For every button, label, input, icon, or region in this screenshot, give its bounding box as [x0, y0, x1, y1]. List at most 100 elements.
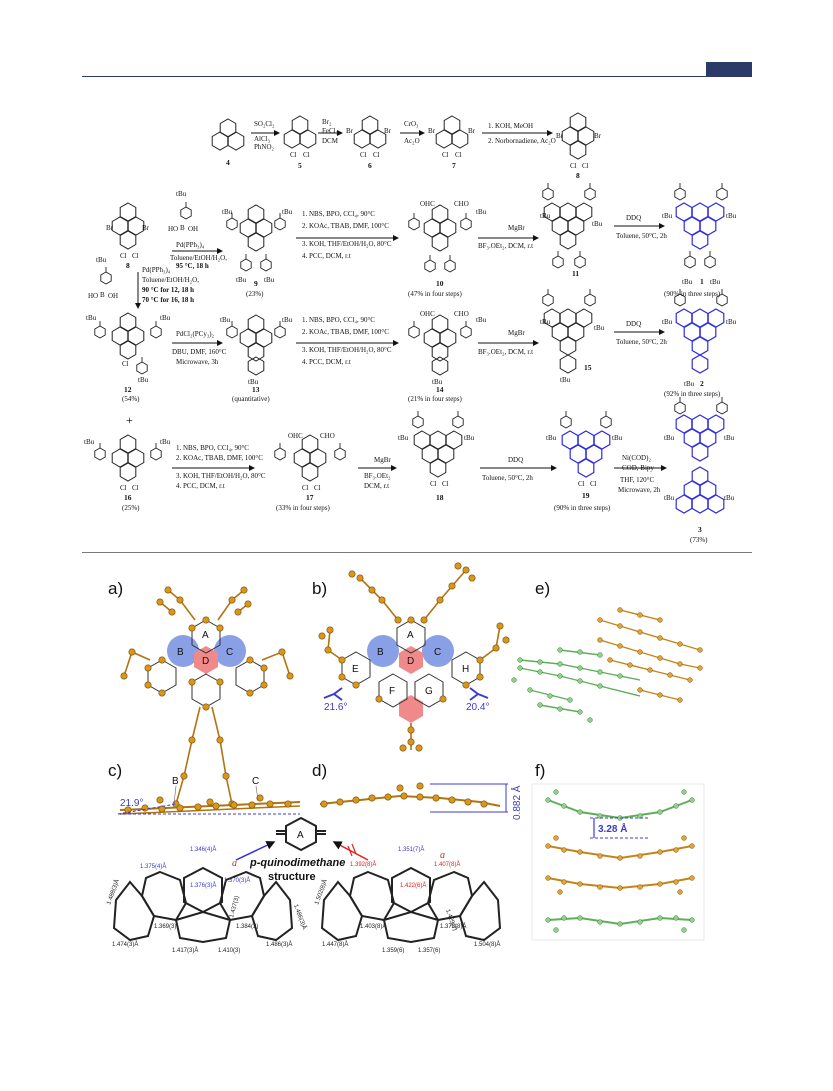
svg-text:17: 17	[306, 493, 314, 502]
svg-text:10: 10	[436, 279, 444, 288]
displacement-value: 0.882 Å	[510, 785, 523, 820]
svg-text:BF₃.OEt₂: BF₃.OEt₂	[364, 472, 391, 480]
svg-text:tBu: tBu	[398, 434, 409, 442]
svg-text:C: C	[226, 647, 233, 658]
svg-text:4. PCC, DCM, r.t: 4. PCC, DCM, r.t	[302, 252, 351, 260]
svg-text:(92% in three steps): (92% in three steps)	[664, 390, 721, 398]
quinodimethane-inset: A p-quinodimethane structure	[235, 816, 369, 883]
svg-text:tBu: tBu	[282, 316, 293, 324]
svg-text:Pd(PPh₃)₄: Pd(PPh₃)₄	[142, 266, 171, 274]
svg-text:Cl: Cl	[122, 360, 129, 368]
svg-text:Toluene/EtOH/H₂O,: Toluene/EtOH/H₂O,	[142, 276, 199, 284]
svg-text:4. PCC, DCM, r.t: 4. PCC, DCM, r.t	[176, 482, 225, 490]
svg-text:Cl: Cl	[442, 151, 449, 159]
svg-text:Br: Br	[346, 127, 354, 135]
svg-text:tBu: tBu	[664, 494, 675, 502]
svg-text:16: 16	[124, 493, 132, 502]
svg-text:Cl: Cl	[314, 484, 321, 492]
svg-text:a: a	[232, 858, 237, 869]
svg-text:1.488(3)Å: 1.488(3)Å	[105, 879, 121, 906]
svg-text:MgBr: MgBr	[508, 329, 525, 337]
svg-text:Cl: Cl	[132, 252, 139, 260]
panel-f-label: f)	[535, 761, 545, 780]
svg-text:1.410(3): 1.410(3)	[218, 948, 240, 954]
svg-text:1.437(3): 1.437(3)	[229, 895, 241, 918]
svg-text:p-quinodimethane: p-quinodimethane	[249, 857, 345, 869]
svg-text:D: D	[407, 656, 414, 667]
svg-text:Cl: Cl	[360, 151, 367, 159]
svg-text:(quantitative): (quantitative)	[232, 395, 270, 403]
svg-text:2. KOAc, TBAB, DMF, 100°C: 2. KOAc, TBAB, DMF, 100°C	[302, 222, 389, 230]
svg-text:COD, Bipy: COD, Bipy	[622, 464, 654, 472]
svg-text:DCM: DCM	[322, 137, 339, 145]
svg-text:1.378(8)Å: 1.378(8)Å	[440, 923, 466, 930]
svg-text:1.357(6): 1.357(6)	[418, 948, 440, 954]
svg-text:Cl: Cl	[570, 162, 577, 170]
svg-text:tBu: tBu	[264, 276, 275, 284]
svg-text:1.504(8)Å: 1.504(8)Å	[474, 941, 500, 948]
svg-text:1.474(3)Å: 1.474(3)Å	[112, 941, 138, 948]
svg-text:Toluene, 50°C, 2h: Toluene, 50°C, 2h	[616, 232, 667, 240]
svg-text:19: 19	[582, 491, 590, 500]
svg-text:Br₂: Br₂	[322, 118, 332, 126]
svg-text:HO: HO	[88, 292, 98, 300]
svg-text:1.422(6)Å: 1.422(6)Å	[400, 882, 426, 889]
bend-angle: 21.9°	[120, 798, 143, 809]
svg-text:Cl: Cl	[132, 484, 139, 492]
panel-d-label: d)	[312, 761, 327, 780]
svg-text:1.486(3)Å: 1.486(3)Å	[292, 903, 308, 930]
svg-text:tBu: tBu	[662, 212, 673, 220]
svg-text:Microwave, 3h: Microwave, 3h	[176, 358, 219, 366]
svg-text:Toluene, 50°C, 2h: Toluene, 50°C, 2h	[616, 338, 667, 346]
svg-text:15: 15	[584, 363, 592, 372]
svg-text:Cl: Cl	[455, 151, 462, 159]
svg-text:1.392(8)Å: 1.392(8)Å	[350, 861, 376, 868]
svg-text:F: F	[389, 686, 395, 697]
svg-text:Br: Br	[142, 224, 150, 232]
svg-text:G: G	[425, 686, 433, 697]
compound-4: 4	[211, 118, 245, 167]
svg-text:CHO: CHO	[454, 310, 469, 318]
svg-text:1.375(4)Å: 1.375(4)Å	[140, 863, 166, 870]
svg-text:Cl: Cl	[582, 162, 589, 170]
panel-a-label: a)	[108, 579, 123, 598]
svg-text:BF₃.OEt₂, DCM, r.t: BF₃.OEt₂, DCM, r.t	[478, 242, 533, 250]
svg-text:Cl: Cl	[373, 151, 380, 159]
svg-text:14: 14	[436, 385, 444, 394]
svg-text:1.403(8)Å: 1.403(8)Å	[360, 923, 386, 930]
svg-text:tBu: tBu	[96, 256, 107, 264]
svg-text:tBu: tBu	[160, 438, 171, 446]
svg-text:H: H	[462, 664, 469, 675]
svg-text:Cl: Cl	[590, 480, 597, 488]
svg-text:tBu: tBu	[710, 278, 721, 286]
svg-text:95 °C, 18 h: 95 °C, 18 h	[176, 262, 209, 270]
svg-text:1: 1	[700, 277, 704, 286]
svg-text:B: B	[177, 647, 184, 658]
svg-text:tBu: tBu	[220, 316, 231, 324]
svg-text:7: 7	[452, 161, 456, 170]
svg-text:3. KOH, THF/EtOH/H₂O, 80°C: 3. KOH, THF/EtOH/H₂O, 80°C	[302, 346, 392, 354]
panel-d-sideview: 0.882 Å	[319, 782, 523, 820]
svg-text:Cl: Cl	[303, 151, 310, 159]
panel-b-structure: A B C D E F G H 21.6° 20.4°	[318, 562, 510, 752]
svg-text:FeCl₃: FeCl₃	[322, 127, 339, 135]
panel-e-packing	[511, 607, 703, 723]
svg-text:OH: OH	[188, 225, 198, 233]
svg-text:OHC: OHC	[288, 432, 303, 440]
svg-text:A: A	[407, 630, 414, 641]
svg-text:2: 2	[700, 379, 704, 388]
svg-text:Cl: Cl	[290, 151, 297, 159]
svg-text:(90% in three steps): (90% in three steps)	[554, 504, 611, 512]
svg-text:A: A	[297, 830, 304, 841]
plus-sign: +	[126, 413, 133, 427]
svg-text:DCM, r.t: DCM, r.t	[364, 482, 389, 490]
svg-text:tBu: tBu	[464, 434, 475, 442]
svg-text:tBu: tBu	[560, 376, 571, 384]
svg-text:B: B	[100, 291, 105, 299]
svg-text:OHC: OHC	[420, 310, 435, 318]
